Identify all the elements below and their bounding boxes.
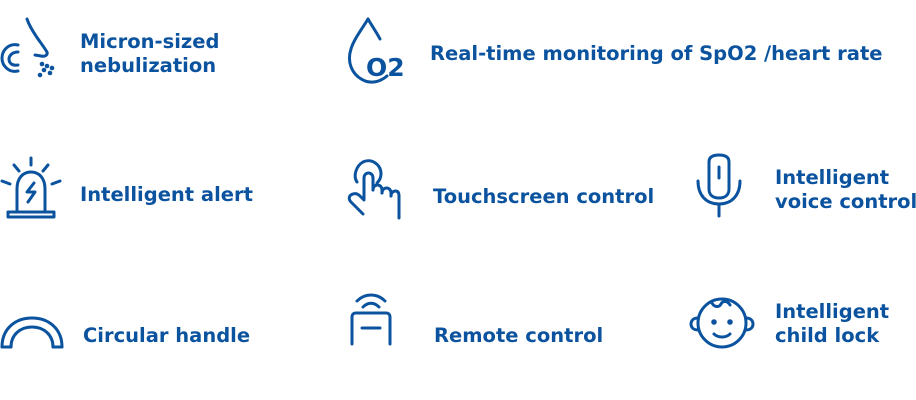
voice-line-2: voice control [775,190,916,213]
childlock-line-1: Intelligent [775,300,890,323]
nebulization-line-2: nebulization [80,54,217,77]
feature-label-remote: Remote control [434,324,603,348]
oxygen-drop-icon-text: O2 [366,53,405,82]
baby-face-icon [689,294,755,352]
feature-label-voice: Intelligent voice control [775,166,916,214]
feature-label-spo2: Real-time monitoring of SpO2 /heart rate [430,42,883,66]
feature-label-nebulization: Micron-sized nebulization [80,30,219,78]
pointing-finger-icon [343,156,401,220]
touchscreen-line-1: Touchscreen control [433,185,655,208]
alarm-light-icon [0,156,62,220]
nebulization-line-1: Micron-sized [80,30,220,53]
feature-label-childlock: Intelligent child lock [775,300,889,348]
remote-line-1: Remote control [434,324,604,347]
nose-mist-icon [0,16,60,80]
microphone-icon [695,153,743,219]
voice-line-1: Intelligent [775,166,890,189]
spo2-line-1: Real-time monitoring of SpO2 /heart rate [430,42,883,65]
feature-label-handle: Circular handle [83,324,250,348]
remote-signal-icon [348,291,394,347]
arc-handle-icon [0,314,64,350]
oxygen-drop-icon: O2 [345,16,407,84]
handle-line-1: Circular handle [83,324,251,347]
childlock-line-2: child lock [775,324,880,347]
alert-line-1: Intelligent alert [80,183,253,206]
feature-label-touchscreen: Touchscreen control [433,185,654,209]
feature-label-alert: Intelligent alert [80,183,253,207]
